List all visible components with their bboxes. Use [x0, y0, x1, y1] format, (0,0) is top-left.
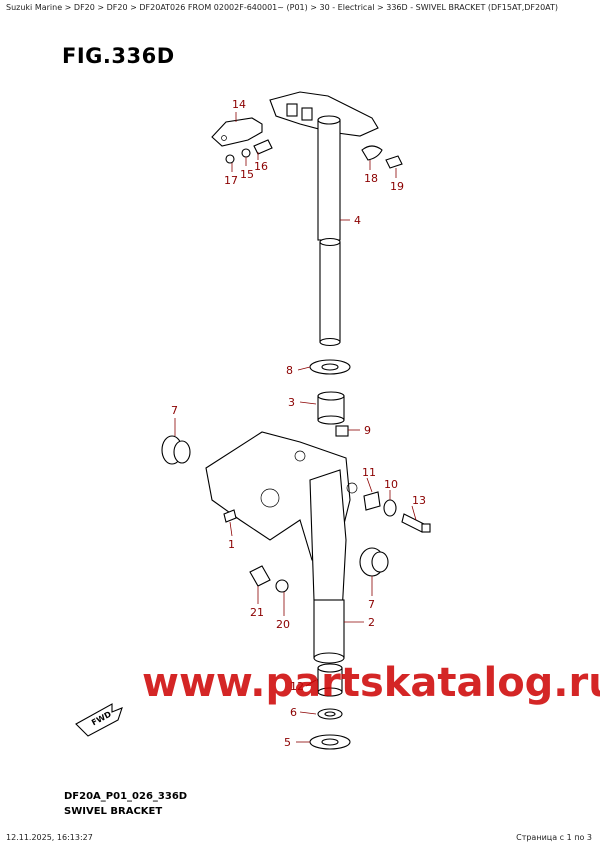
spring-11-washer-10-bolt-13[interactable] — [363, 491, 431, 533]
part-2-swivel-bracket[interactable] — [205, 431, 358, 664]
callout-7-right[interactable]: 7 — [368, 598, 375, 611]
callout-14[interactable]: 14 — [232, 98, 246, 111]
callout-17[interactable]: 17 — [224, 174, 238, 187]
callout-8[interactable]: 8 — [286, 364, 293, 377]
breadcrumb[interactable]: Suzuki Marine > DF20 > DF20 > DF20AT026 … — [6, 3, 559, 12]
bolt-21-washer-20[interactable] — [249, 565, 289, 593]
part-4-shaft[interactable] — [317, 115, 341, 347]
callout-19[interactable]: 19 — [390, 180, 404, 193]
callout-11[interactable]: 11 — [362, 466, 376, 479]
part-3-bushing[interactable] — [317, 391, 345, 425]
part-12-bushing[interactable] — [317, 663, 343, 697]
callout-7-left[interactable]: 7 — [171, 404, 178, 417]
callout-20[interactable]: 20 — [276, 618, 290, 631]
part-8-washer[interactable] — [309, 359, 351, 375]
leader-lines — [174, 112, 417, 743]
callout-5[interactable]: 5 — [284, 736, 291, 749]
page-number: Страница с 1 по 3 — [516, 833, 592, 842]
diagram-code: DF20A_P01_026_336D — [64, 791, 188, 802]
part-14-bracket[interactable] — [211, 91, 379, 147]
callout-16[interactable]: 16 — [254, 160, 268, 173]
timestamp: 12.11.2025, 16:13:27 — [6, 833, 93, 842]
callout-10[interactable]: 10 — [384, 478, 398, 491]
callout-9[interactable]: 9 — [364, 424, 371, 437]
diagram-name: SWIVEL BRACKET — [64, 806, 163, 817]
callout-15[interactable]: 15 — [240, 168, 254, 181]
callout-12[interactable]: 12 — [290, 680, 304, 693]
callout-6[interactable]: 6 — [290, 706, 297, 719]
fwd-arrow-icon: FWD — [75, 703, 123, 737]
callout-13[interactable]: 13 — [412, 494, 426, 507]
part-5-washer[interactable] — [309, 734, 351, 750]
part-6-washer[interactable] — [317, 708, 343, 720]
callout-3[interactable]: 3 — [288, 396, 295, 409]
part-1-bolt[interactable] — [223, 509, 237, 523]
callout-4[interactable]: 4 — [354, 214, 361, 227]
part-7-bushing-left[interactable] — [161, 435, 191, 465]
callout-21[interactable]: 21 — [250, 606, 264, 619]
callout-1[interactable]: 1 — [228, 538, 235, 551]
part-7-bushing-right[interactable] — [359, 547, 389, 577]
callout-18[interactable]: 18 — [364, 172, 378, 185]
clip-18-screw-19[interactable] — [361, 145, 403, 169]
callout-2[interactable]: 2 — [368, 616, 375, 629]
small-hardware-15-16-17[interactable] — [225, 139, 273, 164]
figure-title: FIG.336D — [62, 44, 175, 68]
watermark: www.partskatalog.ru — [142, 660, 600, 706]
part-9-pad[interactable] — [335, 425, 349, 437]
